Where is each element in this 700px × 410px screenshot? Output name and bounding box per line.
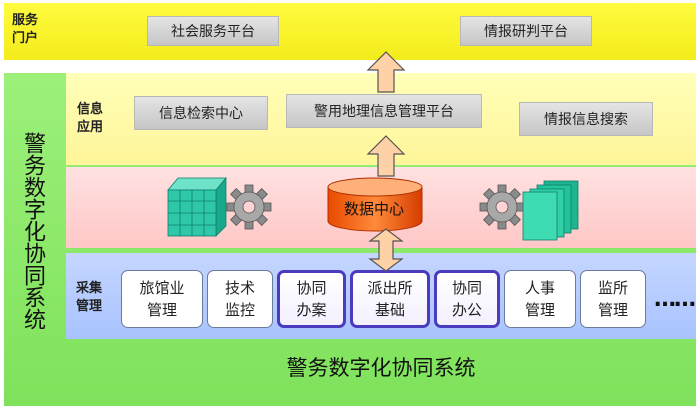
module-line2: 办案 <box>296 301 327 319</box>
module-hotel-management: 旅馆业 管理 <box>121 270 203 328</box>
module-line2: 监控 <box>224 301 255 319</box>
module-line1: 旅馆业 <box>139 279 185 297</box>
service-portal-label-line2: 门户 <box>12 31 39 46</box>
info-retrieval-center-label: 信息检索中心 <box>159 106 243 122</box>
more-modules-ellipsis: …… <box>654 287 696 312</box>
module-line2: 管理 <box>146 301 177 319</box>
module-collaborative-case-handling: 协同 办案 <box>277 270 346 328</box>
arrow-up-icon <box>366 51 406 93</box>
intel-analysis-platform-box: 情报研判平台 <box>460 16 592 46</box>
service-portal-label: 服务 门户 <box>12 12 38 48</box>
module-technical-monitoring: 技术 监控 <box>207 270 273 328</box>
gear-icon <box>479 184 525 230</box>
arrow-up-icon <box>366 135 406 177</box>
arrow-up-down-icon <box>368 228 404 272</box>
module-line1: 人事 <box>524 279 555 297</box>
info-application-label-line1: 信息 <box>77 102 104 117</box>
module-collaborative-office: 协同 办公 <box>434 270 500 328</box>
module-line1: 派出所 <box>367 279 413 297</box>
intel-info-search-box: 情报信息搜索 <box>519 102 653 136</box>
police-gis-platform-label: 警用地理信息管理平台 <box>314 104 454 120</box>
data-center-label: 数据中心 <box>343 200 404 218</box>
module-line2: 管理 <box>597 301 628 319</box>
police-gis-platform-box: 警用地理信息管理平台 <box>286 94 482 128</box>
gear-icon <box>226 184 272 230</box>
data-cube-icon <box>167 176 227 237</box>
system-vertical-title: 警务数字化协同系统 <box>20 132 45 330</box>
module-line1: 监所 <box>597 279 628 297</box>
system-bottom-title: 警务数字化协同系统 <box>286 356 476 380</box>
module-personnel-management: 人事 管理 <box>504 270 576 328</box>
service-portal-label-line1: 服务 <box>12 13 39 28</box>
module-line2: 管理 <box>524 301 555 319</box>
module-police-station-basics: 派出所 基础 <box>350 270 430 328</box>
info-application-label: 信息 应用 <box>77 101 103 137</box>
intel-info-search-label: 情报信息搜索 <box>544 112 628 128</box>
info-retrieval-center-box: 信息检索中心 <box>134 96 268 130</box>
module-line1: 技术 <box>224 279 255 297</box>
social-service-platform-label: 社会服务平台 <box>171 24 255 40</box>
social-service-platform-box: 社会服务平台 <box>147 16 279 46</box>
collection-label-line2: 管理 <box>76 299 103 314</box>
module-detention-management: 监所 管理 <box>580 270 646 328</box>
service-portal-band <box>4 3 696 60</box>
database-icon <box>327 177 423 232</box>
collection-label-line1: 采集 <box>76 281 103 296</box>
collection-label: 采集 管理 <box>76 280 102 316</box>
intel-analysis-platform-label: 情报研判平台 <box>484 24 568 40</box>
module-line1: 协同 <box>296 279 327 297</box>
info-application-label-line2: 应用 <box>77 120 104 135</box>
module-line1: 协同 <box>451 279 482 297</box>
module-line2: 基础 <box>374 301 405 319</box>
module-line2: 办公 <box>451 301 482 319</box>
document-stack-icon <box>522 180 579 241</box>
